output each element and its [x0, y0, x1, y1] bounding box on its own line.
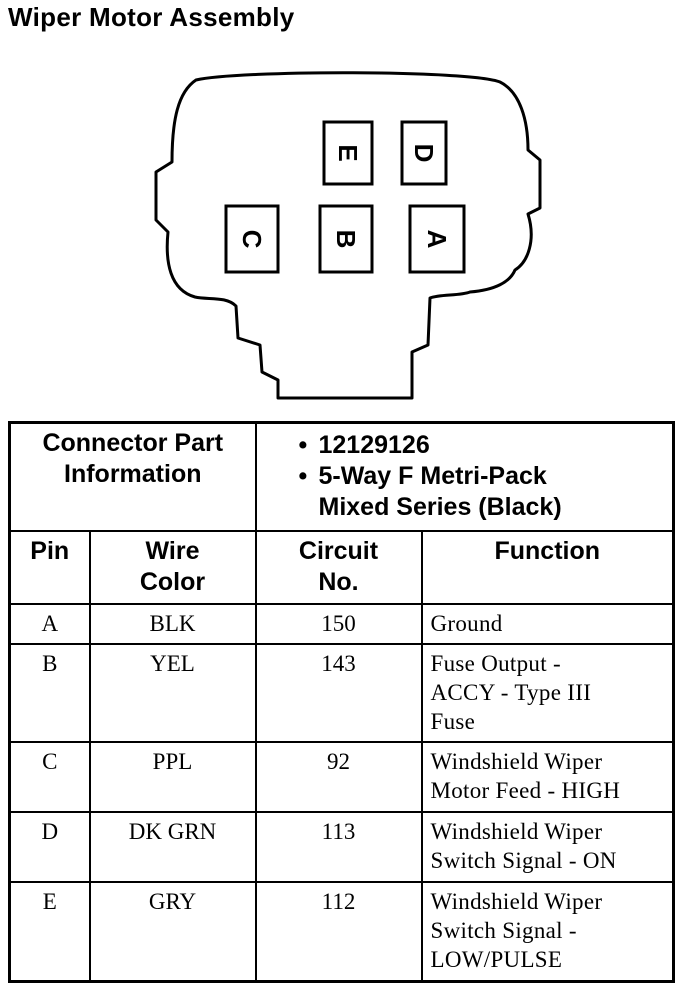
- pin-cavity-a: [408, 204, 466, 274]
- function-cell: Fuse Output - ACCY - Type III Fuse: [420, 642, 675, 743]
- pin-label-b: B: [331, 230, 361, 249]
- function-cell: Windshield Wiper Motor Feed - HIGH: [420, 740, 675, 813]
- table-row: E GRY 112 Windshield Wiper Switch Signal…: [8, 880, 675, 983]
- pin-cavity-c: [224, 204, 280, 274]
- table-row: A BLK 150 Ground: [8, 602, 675, 645]
- table-row: C PPL 92 Windshield Wiper Motor Feed - H…: [8, 740, 675, 813]
- pin-cell: E: [8, 880, 91, 983]
- circuit-cell: 112: [254, 880, 423, 983]
- function-cell: Ground: [420, 602, 675, 645]
- pin-cell: D: [8, 810, 91, 883]
- header-row: Pin Wire Color Circuit No. Function: [8, 529, 675, 605]
- pin-label-e: E: [333, 144, 363, 161]
- connector-diagram: E D C B A: [154, 71, 542, 400]
- pin-label-a: A: [422, 230, 452, 249]
- wire-color-cell: YEL: [88, 642, 257, 743]
- header-pin: Pin: [8, 529, 91, 605]
- function-cell: Windshield Wiper Switch Signal - ON: [420, 810, 675, 883]
- connector-pin-table: Connector Part Information 12129126 5-Wa…: [8, 421, 676, 983]
- part-number: 12129126: [299, 430, 673, 461]
- part-description: 5-Way F Metri-Pack Mixed Series (Black): [299, 461, 673, 523]
- pin-cavity-d: [400, 120, 448, 186]
- circuit-cell: 143: [254, 642, 423, 743]
- table-row: B YEL 143 Fuse Output - ACCY - Type III …: [8, 642, 675, 743]
- header-circuit: Circuit No.: [254, 529, 423, 605]
- part-info-values: 12129126 5-Way F Metri-Pack Mixed Series…: [254, 421, 675, 532]
- header-wire-color: Wire Color: [88, 529, 257, 605]
- wire-color-cell: GRY: [88, 880, 257, 983]
- connector-housing: [154, 71, 542, 400]
- wire-color-cell: BLK: [88, 602, 257, 645]
- circuit-cell: 113: [254, 810, 423, 883]
- header-function: Function: [420, 529, 675, 605]
- part-info-row: Connector Part Information 12129126 5-Wa…: [8, 421, 675, 532]
- pin-label-d: D: [409, 144, 439, 163]
- circuit-cell: 92: [254, 740, 423, 813]
- wire-color-cell: DK GRN: [88, 810, 257, 883]
- pin-cell: B: [8, 642, 91, 743]
- pin-cavity-e: [322, 120, 374, 186]
- pin-cell: A: [8, 602, 91, 645]
- part-info-label: Connector Part Information: [8, 421, 257, 532]
- circuit-cell: 150: [254, 602, 423, 645]
- function-cell: Windshield Wiper Switch Signal - LOW/PUL…: [420, 880, 675, 983]
- table-row: D DK GRN 113 Windshield Wiper Switch Sig…: [8, 810, 675, 883]
- pin-cell: C: [8, 740, 91, 813]
- page-title: Wiper Motor Assembly: [8, 2, 295, 32]
- wire-color-cell: PPL: [88, 740, 257, 813]
- pin-cavity-b: [318, 204, 374, 274]
- pin-label-c: C: [237, 230, 267, 249]
